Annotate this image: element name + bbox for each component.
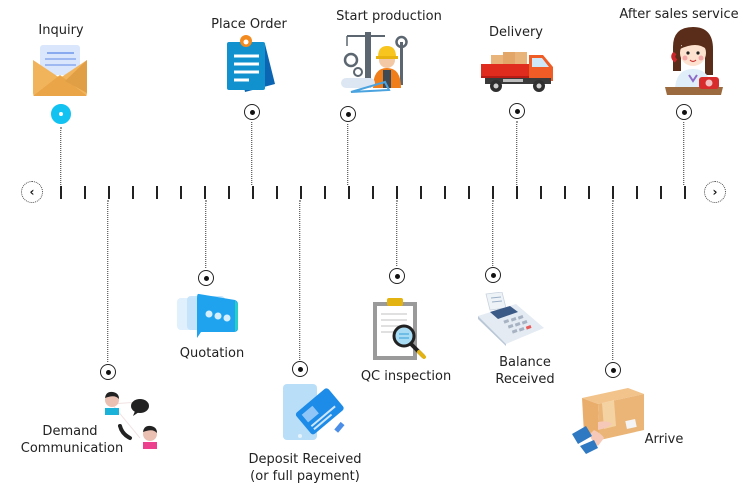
step-label: Inquiry: [38, 23, 84, 38]
timeline-tick: [444, 186, 446, 199]
timeline-tick: [588, 186, 590, 199]
timeline-tick: [396, 186, 398, 199]
connector-line: [299, 200, 301, 360]
connector-line: [251, 122, 253, 185]
timeline-tick: [684, 186, 686, 199]
timeline-tick: [156, 186, 158, 199]
timeline-node[interactable]: [605, 362, 621, 378]
customer-service-agent-icon: [665, 27, 723, 95]
step-label: Place Order: [211, 17, 287, 32]
timeline-node[interactable]: [292, 361, 308, 377]
timeline-tick: [468, 186, 470, 199]
timeline-tick: [132, 186, 134, 199]
step-label: QC inspection: [360, 369, 452, 384]
timeline-node[interactable]: [198, 270, 214, 286]
timeline-tick: [564, 186, 566, 199]
connector-line: [107, 200, 109, 362]
timeline-node[interactable]: [340, 106, 356, 122]
prev-button[interactable]: ‹: [21, 181, 43, 203]
timeline-tick: [420, 186, 422, 199]
step-label-line: Received: [495, 372, 555, 387]
step-label: Start production: [336, 9, 442, 24]
timeline-tick: [60, 186, 62, 199]
next-button[interactable]: ›: [704, 181, 726, 203]
timeline-node[interactable]: [485, 267, 501, 283]
timeline-tick: [516, 186, 518, 199]
timeline-tick: [348, 186, 350, 199]
timeline-tick: [180, 186, 182, 199]
timeline-tick: [636, 186, 638, 199]
envelope-icon: [33, 45, 87, 96]
step-label-line: (or full payment): [250, 469, 360, 484]
timeline-tick: [276, 186, 278, 199]
timeline-node[interactable]: [244, 104, 260, 120]
timeline-tick: [84, 186, 86, 199]
truck-icon: [481, 52, 553, 92]
timeline-tick: [660, 186, 662, 199]
timeline-tick: [492, 186, 494, 199]
step-label-line: Deposit Received: [248, 452, 362, 467]
step-label: After sales service: [619, 7, 739, 22]
timeline-tick: [204, 186, 206, 199]
step-label-line: Balance: [499, 355, 551, 370]
timeline-node[interactable]: [509, 103, 525, 119]
connector-line: [347, 124, 349, 185]
connector-line: [492, 200, 494, 266]
timeline-tick: [324, 186, 326, 199]
timeline-node-active[interactable]: [51, 104, 71, 124]
step-label-line: Communication: [20, 441, 124, 456]
timeline-node[interactable]: [676, 104, 692, 120]
chat-bubble-icon: [177, 293, 238, 338]
clipboard-note-icon: [227, 35, 275, 92]
timeline-tick: [252, 186, 254, 199]
timeline-tick: [300, 186, 302, 199]
chevron-right-icon: ›: [712, 185, 718, 199]
timeline-tick: [372, 186, 374, 199]
payment-card-icon: [283, 384, 345, 440]
package-hands-icon: [572, 388, 644, 454]
connector-line: [205, 200, 207, 268]
step-label-line: Demand: [42, 424, 98, 439]
timeline-node[interactable]: [389, 268, 405, 284]
connector-line: [516, 121, 518, 185]
timeline-tick: [108, 186, 110, 199]
construction-worker-icon: [341, 32, 408, 93]
timeline-node[interactable]: [100, 364, 116, 380]
timeline-tick: [540, 186, 542, 199]
timeline-tick: [612, 186, 614, 199]
connector-line: [612, 200, 614, 360]
chevron-left-icon: ‹: [29, 185, 35, 199]
timeline-tick: [228, 186, 230, 199]
pos-terminal-icon: [478, 292, 544, 346]
step-label: Delivery: [489, 25, 543, 40]
people-chat-icon: [105, 391, 157, 449]
step-label: Quotation: [179, 346, 245, 361]
step-label: Arrive: [644, 432, 684, 447]
clipboard-magnifier-icon: [373, 298, 426, 360]
connector-line: [396, 200, 398, 266]
connector-line: [60, 127, 62, 185]
connector-line: [683, 122, 685, 185]
